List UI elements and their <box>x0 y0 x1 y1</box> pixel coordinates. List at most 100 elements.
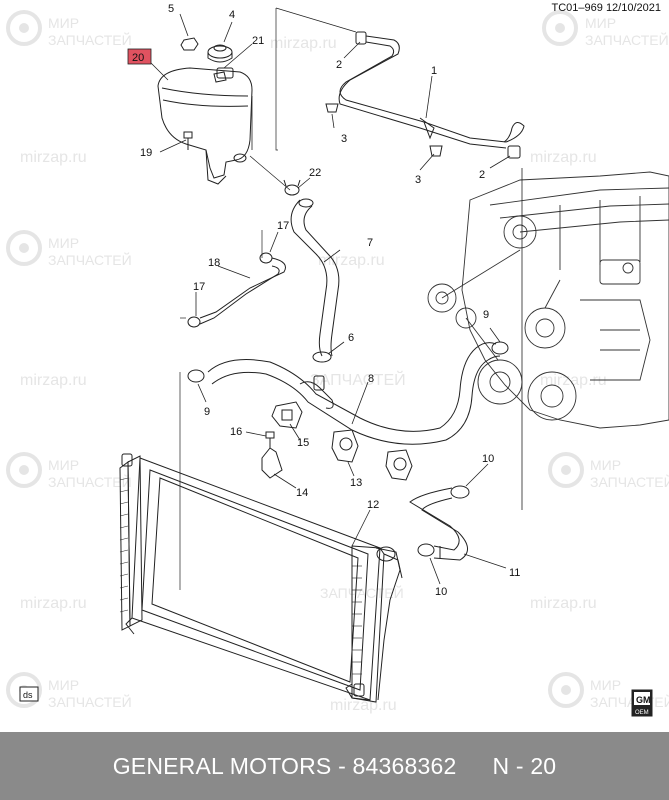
footer-page-ref: N - 20 <box>492 752 557 779</box>
hose-clamp-22 <box>283 179 301 196</box>
bracket-15 <box>271 401 303 429</box>
watermark-site: mirzap.ru <box>318 252 385 269</box>
watermark-line2: ЗАПЧАСТЕЙ <box>585 31 669 48</box>
callout-11: 11 <box>509 567 520 579</box>
callout-9b: 9 <box>483 309 489 321</box>
hose-18 <box>199 257 286 325</box>
hose-clamp-2b <box>507 145 521 159</box>
gm-logo-sub: OEM <box>635 710 649 716</box>
watermark-line2: ЗАПЧАСТЕЙ <box>48 31 132 48</box>
callout-17b: 17 <box>193 281 205 293</box>
watermark-site: mirzap.ru <box>270 35 337 52</box>
watermark-site: mirzap.ru <box>530 595 597 612</box>
gm-logo-text: GM <box>636 695 651 705</box>
callout-4: 4 <box>229 9 235 21</box>
callout-20: 20 <box>132 52 144 64</box>
diagram-reference: TC01–969 12/10/2021 <box>552 2 662 14</box>
watermark-logo-icon <box>548 452 584 488</box>
callout-7: 7 <box>367 237 373 249</box>
watermark-line2: ЗАПЧАСТЕЙ <box>48 473 132 490</box>
callout-13: 13 <box>350 477 362 489</box>
callout-10b: 10 <box>435 586 447 598</box>
callout-20-highlight: 20 <box>127 48 152 65</box>
hose-8 <box>207 342 501 445</box>
callout-14: 14 <box>296 487 308 499</box>
watermark-logo-icon <box>542 10 578 46</box>
bracket-13-left <box>331 429 359 463</box>
callout-17a: 17 <box>277 220 289 232</box>
callout-10a: 10 <box>482 453 494 465</box>
watermark-line2: ЗАПЧАСТЕЙ <box>590 693 669 710</box>
hose-clamp-9b <box>491 341 509 355</box>
watermark-line1: МИР <box>585 15 616 31</box>
callout-15: 15 <box>297 437 309 449</box>
watermark-logo-icon <box>6 452 42 488</box>
callout-6: 6 <box>348 332 354 344</box>
callout-16: 16 <box>230 426 242 438</box>
hose-clamp-10a <box>450 485 470 499</box>
watermark-site: mirzap.ru <box>20 372 87 389</box>
callout-3a: 3 <box>341 133 347 145</box>
ref-code: TC01–969 <box>551 2 603 14</box>
guide-lines <box>179 7 357 590</box>
watermark-line1: МИР <box>48 15 79 31</box>
reservoir-cap <box>207 44 233 63</box>
watermark-site: mirzap.ru <box>330 697 397 714</box>
reservoir-clip <box>213 71 227 83</box>
watermark-site: mirzap.ru <box>540 372 607 389</box>
watermark-line1: МИР <box>48 457 79 473</box>
radiator-fins-left <box>119 477 129 613</box>
footer-separator: - <box>338 752 346 779</box>
watermark-logo-icon <box>548 672 584 708</box>
callout-5: 5 <box>168 3 174 15</box>
radiator-fins-right <box>352 565 362 675</box>
watermark-line1: МИР <box>590 677 621 693</box>
callout-2a: 2 <box>336 59 342 71</box>
callout-18: 18 <box>208 257 220 269</box>
watermark-line1: МИР <box>48 677 79 693</box>
watermark-text: ЗАПЧАСТЕЙ <box>310 370 406 389</box>
ref-date: 12/10/2021 <box>605 2 661 14</box>
hose-7 <box>290 198 340 357</box>
badge-left: ds <box>19 686 39 702</box>
hose-clip-3a <box>325 103 339 113</box>
hose-clamp-2a <box>355 31 367 45</box>
callout-12: 12 <box>367 499 379 511</box>
hose-clamp-17b <box>187 316 201 328</box>
hose-clamp-10b <box>417 543 435 557</box>
parts-diagram: МИР ЗАПЧАСТЕЙ МИР ЗАПЧАСТЕЙ mirzap.ru mi… <box>6 3 669 717</box>
hose-clip-3b <box>429 145 443 157</box>
callout-2b: 2 <box>479 169 485 181</box>
bolt-16 <box>265 431 275 448</box>
badge-left-text: ds <box>23 690 33 700</box>
watermark-line2: ЗАПЧАСТЕЙ <box>590 473 669 490</box>
gm-logo-icon: GM OEM <box>631 689 653 717</box>
bracket-14 <box>261 447 283 479</box>
hose-clamp-17a <box>259 252 273 264</box>
watermark-line1: МИР <box>48 235 79 251</box>
watermark-line2: ЗАПЧАСТЕЙ <box>48 251 132 268</box>
watermark-logo-icon <box>6 10 42 46</box>
callout-3b: 3 <box>415 174 421 186</box>
watermark-logo-icon <box>6 230 42 266</box>
radiator <box>119 453 403 703</box>
reservoir-nut <box>180 37 199 51</box>
leader-lines <box>149 13 523 585</box>
hose-11 <box>409 487 468 561</box>
reservoir-bolt <box>183 131 193 150</box>
callout-9a: 9 <box>204 406 210 418</box>
hose-clamp-6 <box>312 351 332 363</box>
callout-22: 22 <box>309 167 321 179</box>
engine-block <box>427 171 669 429</box>
watermark-site: mirzap.ru <box>20 149 87 166</box>
footer-part-number: 84368362 <box>352 752 457 779</box>
callout-21: 21 <box>252 35 264 47</box>
hose-clamp-9a <box>187 369 205 383</box>
callout-8: 8 <box>368 373 374 385</box>
watermark-line2: ЗАПЧАСТЕЙ <box>320 584 404 601</box>
watermark-line2: ЗАПЧАСТЕЙ <box>48 693 132 710</box>
watermark-line1: МИР <box>590 457 621 473</box>
watermark-site: mirzap.ru <box>530 149 597 166</box>
coolant-reservoir <box>157 67 253 185</box>
